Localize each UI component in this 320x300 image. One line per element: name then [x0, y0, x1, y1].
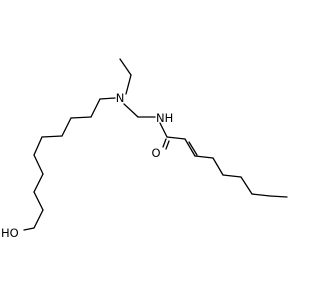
- bond-c5-c6: [33, 136, 43, 156]
- bond-c2-c3: [70, 116, 92, 119]
- carbonyl-oxygen-label: O: [151, 146, 160, 160]
- bond-c1-c2: [166, 136, 186, 140]
- amine-nitrogen-label: N: [116, 91, 125, 105]
- hydroxyl-label: HO: [1, 226, 19, 240]
- bond-c2-c3-double: [184, 138, 196, 157]
- bond-c-oh: [23, 227, 35, 231]
- bond-c6-c7: [240, 176, 253, 195]
- bond-n-c1: [99, 97, 116, 100]
- bond-c4-c5: [212, 157, 224, 176]
- background: [0, 0, 300, 300]
- bond-c3-c4: [61, 117, 72, 137]
- bond-c8-end: [269, 195, 288, 198]
- bond-c1-c2: [90, 98, 101, 118]
- bond-carbonyl-o-2: [165, 140, 170, 150]
- aminal-bridge: [123, 103, 156, 118]
- bond-c7-c8: [251, 193, 271, 197]
- hydroxynonyl-chain: [23, 97, 116, 231]
- bond-n-ch2: [123, 103, 139, 118]
- bond-c9-c10: [33, 209, 44, 229]
- bond-c8-c9: [33, 191, 44, 211]
- ethyl-group: [119, 58, 132, 95]
- bond-c2-c3-double-inner: [188, 141, 198, 156]
- bond-n-ch2-ethyl: [125, 74, 132, 95]
- bond-c6-c7: [33, 154, 44, 175]
- bond-c7-c8: [33, 173, 44, 193]
- bond-c5-c6: [222, 174, 242, 178]
- amide-nitrogen-label: NH: [156, 111, 173, 125]
- bond-c3-c4: [194, 155, 214, 159]
- bond-c4-c5: [41, 135, 63, 138]
- bond-carbonyl-o-1: [162, 138, 167, 148]
- structure-canvas: N NH O HO: [0, 0, 300, 300]
- bond-nh-carbonyl: [159, 122, 168, 138]
- bond-ethyl-ch3: [119, 58, 132, 76]
- molecule-structure: N NH O HO: [0, 0, 300, 300]
- octenoyl-chain: [159, 122, 288, 198]
